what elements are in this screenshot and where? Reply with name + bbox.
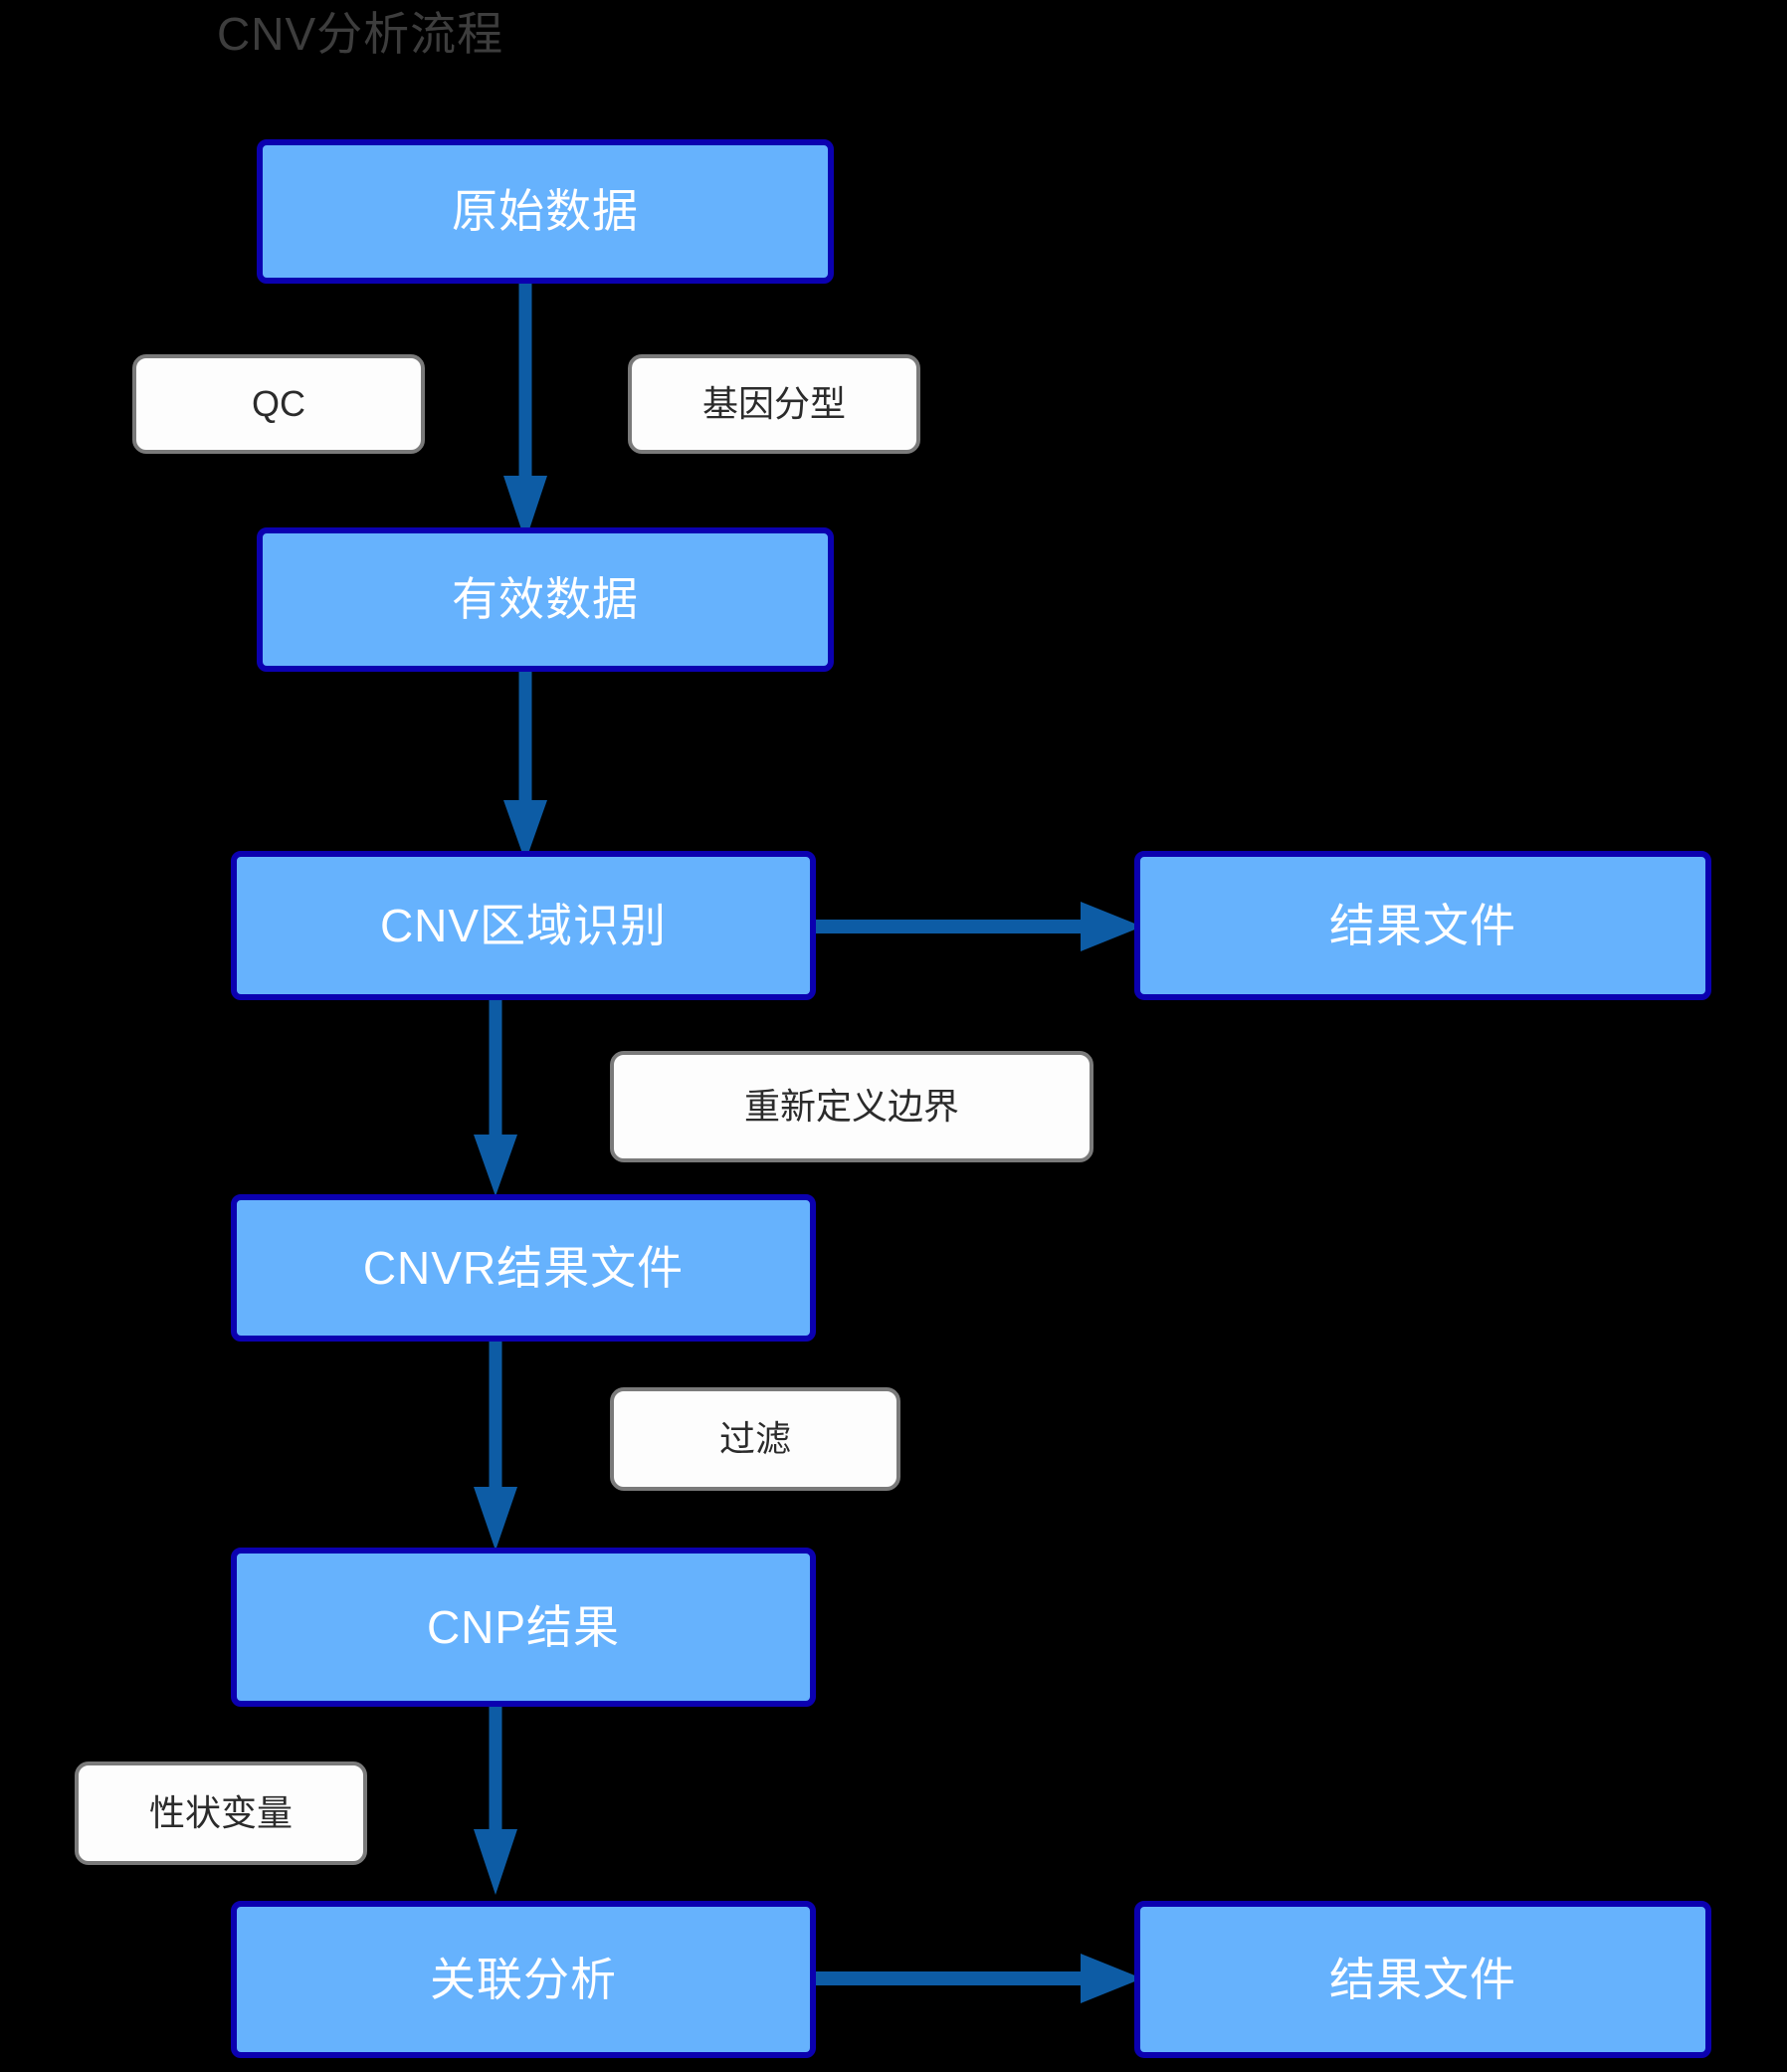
edge-label-genotyping[interactable]: 基因分型 xyxy=(628,354,920,454)
node-cnv-region-call-label: CNV区域识别 xyxy=(379,899,668,951)
node-result-file-1[interactable]: 结果文件 xyxy=(1134,851,1711,1000)
edge-label-qc[interactable]: QC xyxy=(132,354,425,454)
arrow-assoc-to-resultfile2 xyxy=(814,1946,1142,2011)
arrow-valid-to-cnvregion xyxy=(496,663,555,862)
arrow-cnp-to-assoc xyxy=(466,1704,525,1903)
node-assoc-analysis[interactable]: 关联分析 xyxy=(231,1901,816,2058)
arrow-cnvregion-to-cnvr xyxy=(466,997,525,1196)
node-result-file-1-label: 结果文件 xyxy=(1329,899,1516,951)
node-result-file-2-label: 结果文件 xyxy=(1329,1953,1516,2005)
node-cnv-region-call[interactable]: CNV区域识别 xyxy=(231,851,816,1000)
edge-label-filter[interactable]: 过滤 xyxy=(610,1387,900,1491)
node-cnp-result-label: CNP结果 xyxy=(426,1600,621,1653)
node-valid-data[interactable]: 有效数据 xyxy=(257,527,834,672)
node-cnp-result[interactable]: CNP结果 xyxy=(231,1548,816,1707)
node-cnvr-result[interactable]: CNVR结果文件 xyxy=(231,1194,816,1342)
node-cnvr-result-label: CNVR结果文件 xyxy=(362,1241,685,1294)
node-valid-data-label: 有效数据 xyxy=(452,573,639,626)
edge-label-filter-text: 过滤 xyxy=(718,1418,791,1460)
edge-label-redefine-boundary[interactable]: 重新定义边界 xyxy=(610,1051,1093,1162)
edge-label-genotyping-text: 基因分型 xyxy=(701,383,846,425)
node-raw-data[interactable]: 原始数据 xyxy=(257,139,834,284)
arrow-cnvregion-to-resultfile1 xyxy=(814,894,1142,959)
node-raw-data-label: 原始数据 xyxy=(452,185,639,238)
edge-label-trait-variable-text: 性状变量 xyxy=(148,1792,293,1834)
node-assoc-analysis-label: 关联分析 xyxy=(430,1953,617,2005)
edge-label-trait-variable[interactable]: 性状变量 xyxy=(75,1761,367,1865)
arrow-cnvr-to-cnp xyxy=(466,1336,525,1551)
edge-label-redefine-boundary-text: 重新定义边界 xyxy=(743,1086,959,1128)
page-title: CNV分析流程 xyxy=(217,8,504,60)
node-result-file-2[interactable]: 结果文件 xyxy=(1134,1901,1711,2058)
edge-label-qc-text: QC xyxy=(252,383,305,425)
